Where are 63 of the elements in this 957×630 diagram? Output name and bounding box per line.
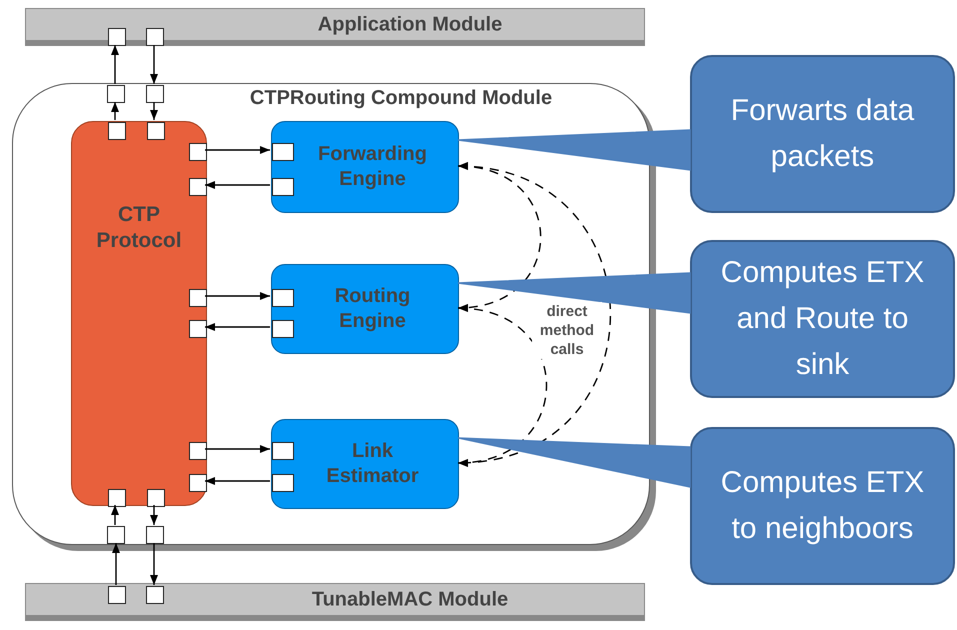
port-box (189, 442, 207, 460)
arrow (111, 45, 119, 84)
module-band (25, 583, 645, 621)
engine-label: Link Estimator (325, 439, 420, 489)
arrow (205, 181, 270, 189)
port-box (146, 526, 164, 544)
port-box (189, 289, 207, 307)
arrow (112, 543, 120, 585)
engine-box (271, 264, 459, 354)
arrow (111, 505, 119, 525)
port-box (146, 586, 164, 604)
port-box (272, 474, 294, 492)
port-box (108, 586, 126, 604)
protocol-box (71, 121, 207, 506)
port-box (108, 28, 126, 46)
callout-box (690, 427, 955, 585)
engine-label: Routing Engine (334, 284, 412, 334)
module-band (25, 8, 645, 46)
port-box (189, 474, 207, 492)
port-box (189, 143, 207, 161)
port-box (272, 143, 294, 161)
arrow (150, 45, 158, 84)
port-box (146, 85, 164, 103)
arrow (205, 146, 270, 154)
arrow (205, 292, 270, 300)
callout-box (690, 55, 955, 213)
arrow (150, 543, 158, 585)
port-box (107, 526, 125, 544)
callout-box (690, 240, 955, 398)
port-box (272, 289, 294, 307)
port-box (147, 122, 165, 140)
engine-label: Forwarding Engine (317, 142, 428, 192)
module-label: TunableMAC Module (310, 587, 510, 612)
port-box (108, 122, 126, 140)
module-title: CTPRouting Compound Module (248, 86, 554, 111)
callout-pointer (457, 129, 691, 171)
arrow (150, 102, 158, 120)
annotation-text: direct method calls (532, 302, 602, 359)
callout-text: Computes ETX and Route to sink (720, 255, 926, 383)
port-box (272, 442, 294, 460)
callout-text: Forwarts data packets (730, 93, 916, 175)
port-box (189, 178, 207, 196)
protocol-label: CTP Protocol (95, 202, 183, 254)
port-box (146, 28, 164, 46)
callout-text: Computes ETX to neighboors (720, 465, 926, 547)
arrow (205, 445, 270, 453)
arrow (205, 323, 270, 331)
method-call-arrow (458, 163, 542, 311)
module-label: Application Module (316, 12, 504, 37)
port-box (189, 320, 207, 338)
callout-pointer (457, 437, 691, 488)
port-box (107, 85, 125, 103)
port-box (272, 320, 294, 338)
port-box (108, 489, 126, 507)
port-box (272, 178, 294, 196)
engine-box (271, 419, 459, 509)
callout-pointer (457, 272, 691, 314)
method-call-arrow (458, 305, 548, 466)
engine-box (271, 121, 459, 213)
arrow (111, 102, 119, 120)
port-box (147, 489, 165, 507)
arrow (205, 477, 270, 485)
arrow (150, 505, 158, 525)
